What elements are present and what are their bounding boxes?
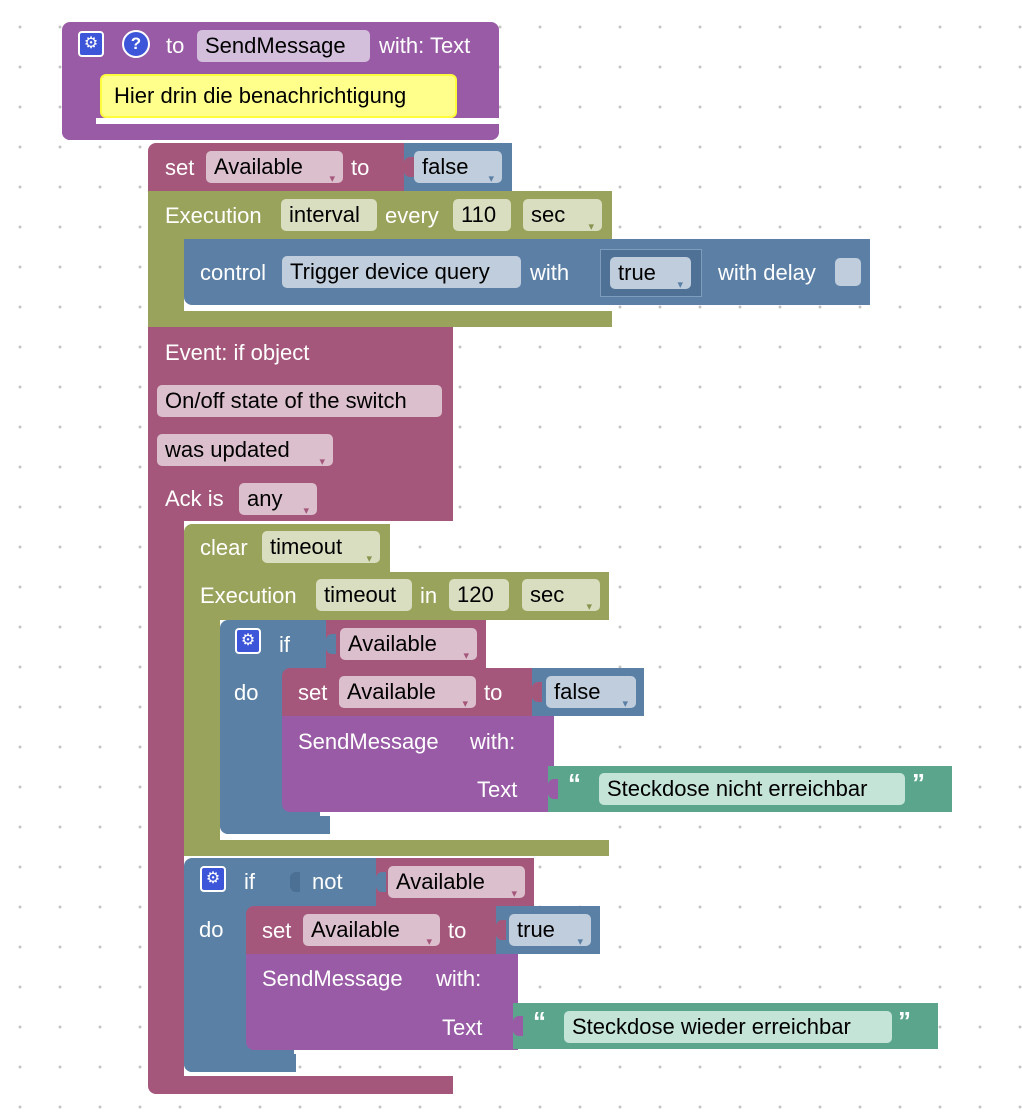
boolean-dropdown[interactable]: true▾ [509,914,591,948]
to-label: to [448,918,467,943]
variable-dropdown[interactable]: Available▾ [206,151,343,185]
clear-target-dropdown[interactable]: timeout▾ [262,531,380,565]
variable-dropdown[interactable]: Available▾ [339,676,476,710]
event-trigger-spine [148,521,184,1076]
schedule-type-dropdown[interactable]: interval [281,199,377,231]
to-label: to [484,680,503,705]
interval-value-field[interactable]: 110 [453,199,511,231]
call-procedure-name: SendMessage [262,966,403,991]
not-label: not [312,869,343,894]
condition-variable-dropdown[interactable]: Available▾ [388,866,525,900]
gear-icon[interactable]: ⚙ [235,628,261,654]
object-selector[interactable]: On/off state of the switch [157,385,442,417]
set-label: set [262,918,292,943]
with-label: with [530,260,570,285]
call-with-label: with: [470,729,516,754]
close-quote-icon: ” [912,768,925,798]
open-quote-icon: “ [533,1006,546,1036]
timeout-type-dropdown[interactable]: timeout [316,579,412,611]
with-delay-label: with delay [718,260,816,285]
condition-variable-dropdown[interactable]: Available▾ [340,628,477,662]
not-block[interactable] [290,858,380,906]
set-label: set [165,155,195,180]
argument-label: Text [477,777,518,802]
if-label: if [279,632,290,657]
variable-dropdown[interactable]: Available▾ [303,914,440,948]
text-field[interactable]: Steckdose nicht erreichbar [599,773,905,805]
call-procedure-block[interactable] [282,716,554,812]
procedure-params-label: with: Text [379,33,471,58]
open-quote-icon: “ [568,768,581,798]
gear-icon[interactable]: ⚙ [78,31,104,57]
timeout-execution-label: Execution [200,583,297,608]
device-dropdown[interactable]: Trigger device query [282,256,521,288]
every-label: every [385,203,439,228]
argument-label: Text [442,1015,483,1040]
call-with-label: with: [436,966,482,991]
call-procedure-block[interactable] [246,954,518,1050]
help-icon[interactable]: ? [122,30,150,58]
in-label: in [420,583,438,608]
boolean-dropdown[interactable]: false▾ [414,151,502,185]
do-label: do [234,680,259,705]
procedure-definition-body [62,120,499,140]
comment-field[interactable]: Hier drin die benachrichtigung [100,74,457,118]
condition-dropdown[interactable]: was updated▾ [157,434,333,468]
boolean-dropdown[interactable]: false▾ [546,676,636,710]
if-label: if [244,869,255,894]
close-quote-icon: ” [898,1006,911,1036]
text-field[interactable]: Steckdose wieder erreichbar [564,1011,892,1043]
clear-label: clear [200,535,248,560]
execution-label: Execution [165,203,262,228]
call-procedure-name: SendMessage [298,729,439,754]
unit-dropdown[interactable]: sec▾ [523,199,602,233]
timeout-unit-dropdown[interactable]: sec▾ [522,579,600,613]
do-label: do [199,917,224,942]
ack-label: Ack is [165,486,224,511]
ack-dropdown[interactable]: any▾ [239,483,317,517]
event-title: Event: if object [165,340,310,365]
procedure-to-label: to [166,33,185,58]
delay-checkbox[interactable] [835,258,861,286]
control-label: control [200,260,267,285]
timeout-value-field[interactable]: 120 [449,579,509,611]
set-label: set [298,680,328,705]
to-label: to [351,155,370,180]
control-value-dropdown[interactable]: true▾ [610,257,691,291]
event-trigger-footer [148,1076,453,1094]
procedure-name-field[interactable]: SendMessage [197,30,370,62]
gear-icon[interactable]: ⚙ [200,866,226,892]
